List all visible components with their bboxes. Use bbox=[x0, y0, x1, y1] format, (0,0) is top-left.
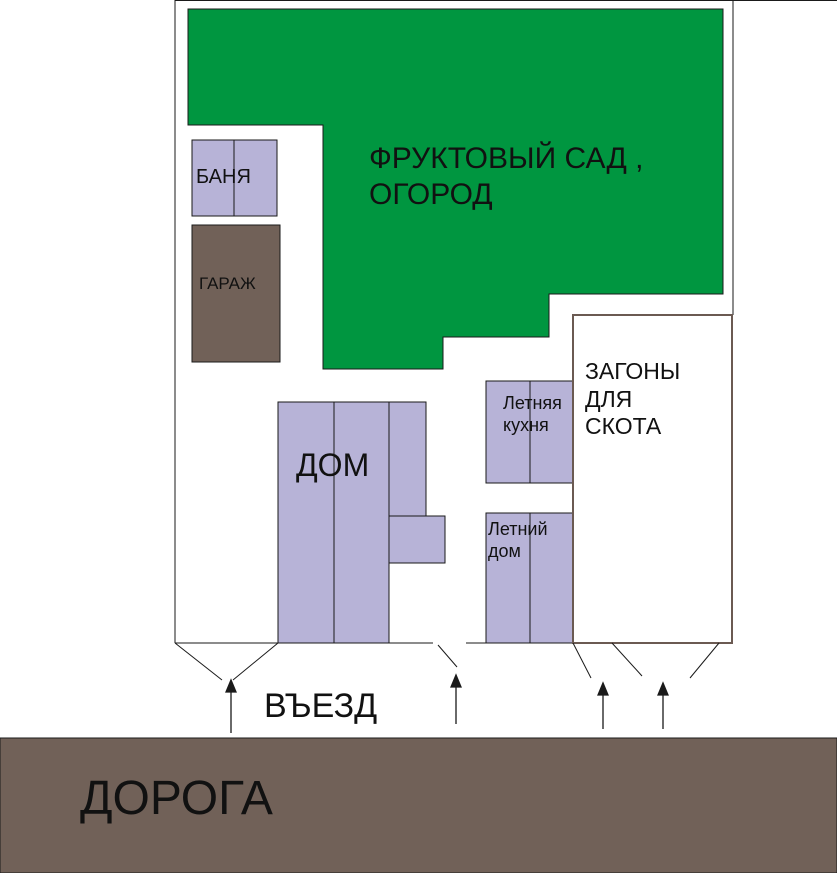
garage-building bbox=[191, 224, 281, 363]
garden-label: ФРУКТОВЫЙ САД , ОГОРОД bbox=[369, 141, 643, 213]
pens-label-line2: ДЛЯ bbox=[585, 385, 633, 412]
arrow-up-icon bbox=[225, 678, 237, 733]
pens-label-line1: ЗАГОНЫ bbox=[585, 358, 681, 384]
arrow-up-icon bbox=[450, 673, 462, 724]
livestock-pens bbox=[572, 314, 733, 644]
summer-house-building bbox=[485, 512, 574, 644]
road bbox=[0, 737, 837, 873]
summer-kitchen-label-line2: кухня bbox=[503, 414, 549, 435]
summer-house-label: Летний дом bbox=[488, 519, 548, 562]
banya-label: БАНЯ bbox=[196, 166, 251, 188]
garage-label: ГАРАЖ bbox=[199, 274, 256, 293]
pens-label: ЗАГОНЫ ДЛЯ СКОТА bbox=[585, 358, 680, 441]
summer-house-label-line2: дом bbox=[488, 540, 521, 561]
summer-kitchen-label-line1: Летняя bbox=[503, 393, 562, 413]
road-label: ДОРОГА bbox=[80, 772, 273, 825]
summer-house-label-line1: Летний bbox=[488, 519, 548, 539]
house-building bbox=[277, 401, 446, 644]
plot-boundary bbox=[174, 0, 837, 643]
arrow-up-icon bbox=[657, 681, 669, 729]
summer-kitchen-building bbox=[485, 380, 574, 484]
banya-building bbox=[191, 139, 278, 217]
garden-area bbox=[187, 8, 724, 370]
summer-kitchen-label: Летняя кухня bbox=[503, 393, 562, 436]
arrow-up-icon bbox=[597, 681, 609, 729]
garden-label-line1: ФРУКТОВЫЙ САД , bbox=[369, 142, 644, 175]
garden-label-line2: ОГОРОД bbox=[369, 178, 493, 211]
pens-label-line3: СКОТА bbox=[585, 413, 662, 440]
entrance-arrows bbox=[225, 673, 669, 733]
entrance-label: ВЪЕЗД bbox=[264, 687, 378, 725]
gate-lines bbox=[174, 642, 720, 681]
house-label: ДОМ bbox=[296, 447, 370, 483]
